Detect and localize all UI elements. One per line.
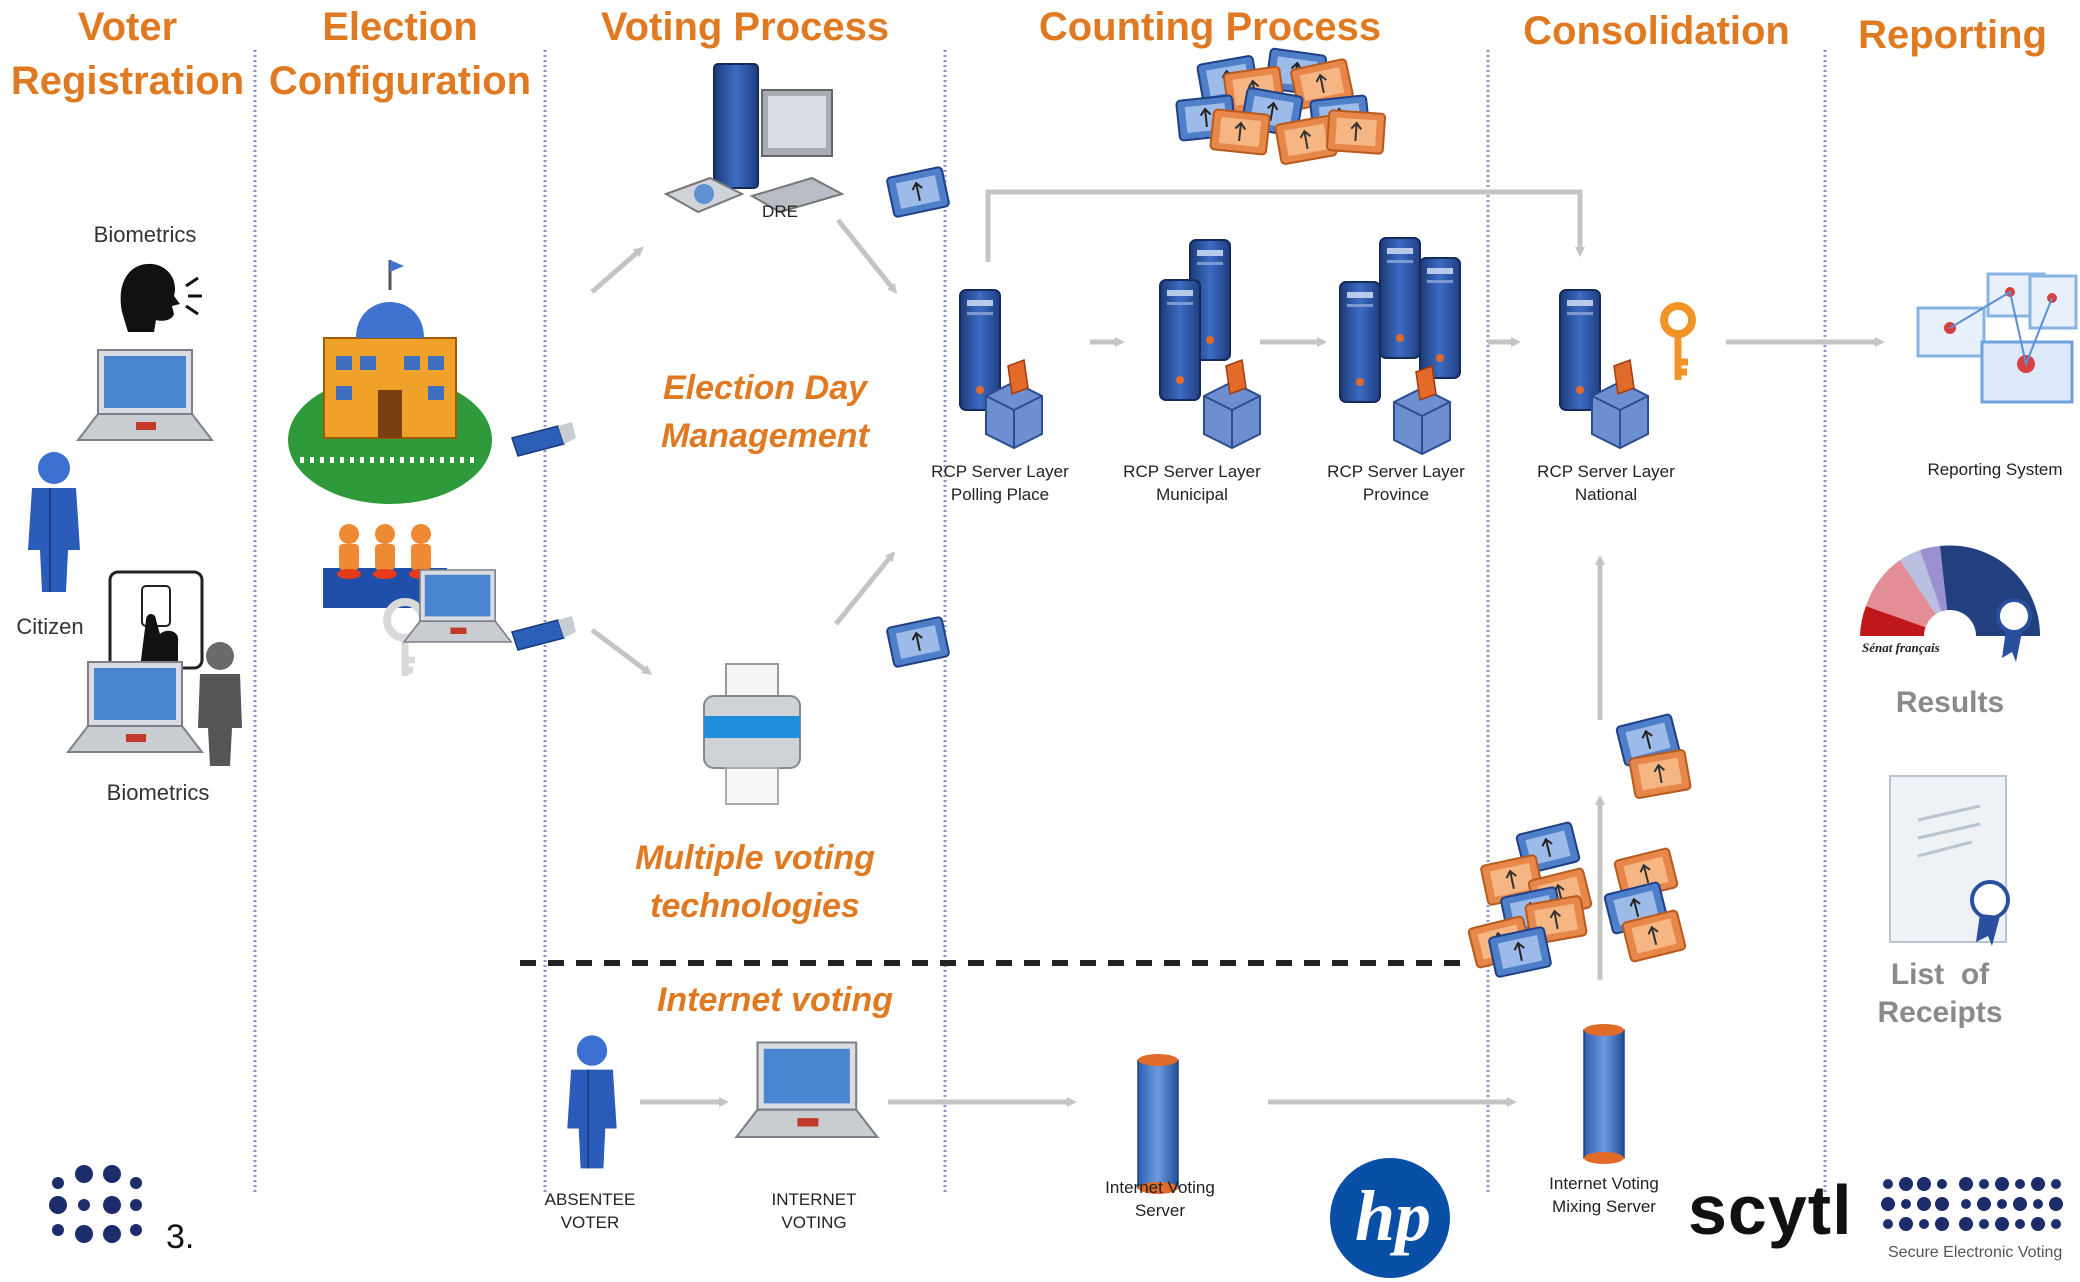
rcp-municipal-line1: RCP Server Layer bbox=[1123, 462, 1261, 481]
header-consolidation: Consolidation bbox=[1523, 9, 1790, 53]
header-voter-registration: Voter Registration bbox=[0, 0, 255, 108]
rcp-server-province-icon bbox=[1339, 237, 1461, 455]
list-of-receipts-label: List of Receipts bbox=[1860, 956, 2020, 1032]
rcp-national-line2: National bbox=[1574, 485, 1638, 504]
election-day-line1: Election Day bbox=[662, 369, 868, 407]
decryption-key-icon bbox=[1660, 302, 1696, 380]
citizen-person-icon bbox=[27, 451, 81, 593]
header-reporting: Reporting bbox=[1858, 13, 2047, 57]
scytl-logo-text: scytl bbox=[1688, 1171, 1853, 1249]
mixing-line1: Internet Voting bbox=[1549, 1174, 1659, 1193]
header-counting-process: Counting Process bbox=[1038, 5, 1382, 49]
header-election-configuration-line1: Election bbox=[322, 5, 478, 49]
multiple-voting-line1: Multiple voting bbox=[635, 839, 875, 877]
rcp-server-municipal-icon bbox=[1159, 239, 1261, 449]
rcp-polling-place-label: RCP Server Layer Polling Place bbox=[910, 460, 1090, 506]
flow-arrows bbox=[590, 189, 1885, 1107]
person-gray-icon bbox=[198, 642, 242, 766]
mixed-ballots-icon bbox=[1466, 712, 1693, 979]
internet-voting-mixing-server-icon bbox=[1583, 1023, 1625, 1165]
citizen-label: Citizen bbox=[16, 614, 84, 639]
rcp-municipal-label: RCP Server Layer Municipal bbox=[1102, 460, 1282, 506]
page-number: 3. bbox=[166, 1218, 195, 1256]
absentee-line2: VOTER bbox=[560, 1213, 620, 1232]
hp-logo-text: hp bbox=[1354, 1176, 1432, 1256]
rcp-province-line1: RCP Server Layer bbox=[1327, 462, 1465, 481]
absentee-voter-person-icon bbox=[566, 1034, 618, 1170]
absentee-line1: ABSENTEE bbox=[544, 1190, 636, 1209]
reporting-system-screens-icon bbox=[1916, 272, 2078, 404]
multiple-voting-line2: technologies bbox=[650, 887, 860, 925]
mixing-server-label: Internet Voting Mixing Server bbox=[1514, 1172, 1694, 1218]
header-voting-process: Voting Process bbox=[600, 5, 890, 49]
fingerprint-scanner-icon bbox=[108, 570, 204, 670]
header-voter-registration-line1: Voter bbox=[77, 5, 178, 49]
scytl-dots-logo-icon bbox=[1881, 1177, 2063, 1231]
internet-voting-server-label: Internet Voting Server bbox=[1070, 1176, 1250, 1222]
ballot-pile-icon bbox=[1175, 47, 1387, 166]
header-election-configuration-line2: Configuration bbox=[268, 59, 532, 103]
reporting-system-label: Reporting System bbox=[1927, 460, 2063, 479]
biometrics-bottom-label: Biometrics bbox=[106, 780, 210, 805]
absentee-voter-label: ABSENTEE VOTER bbox=[530, 1188, 650, 1234]
laptop-icon bbox=[67, 661, 203, 753]
results-chart-caption: Sénat français bbox=[1862, 640, 1940, 655]
receipts-line1: List of bbox=[1890, 958, 1990, 991]
printer-icon bbox=[703, 663, 801, 805]
election-day-management-label: Election Day Management bbox=[590, 364, 940, 460]
rcp-municipal-line2: Municipal bbox=[1156, 485, 1228, 504]
hp-logo-icon bbox=[1330, 1158, 1450, 1278]
dre-computer-icon bbox=[663, 63, 845, 214]
scytl-tagline: Secure Electronic Voting bbox=[1888, 1244, 2063, 1261]
rcp-province-line2: Province bbox=[1362, 485, 1430, 504]
election-day-line2: Management bbox=[661, 417, 869, 455]
electronic-ballot-icon bbox=[885, 165, 951, 219]
rcp-national-line1: RCP Server Layer bbox=[1537, 462, 1675, 481]
rcp-province-label: RCP Server Layer Province bbox=[1306, 460, 1486, 506]
mixing-line2: Mixing Server bbox=[1552, 1197, 1656, 1216]
receipts-certificate-icon bbox=[1889, 775, 2010, 946]
laptop-icon bbox=[77, 349, 213, 441]
ivs-line2: Server bbox=[1134, 1201, 1186, 1220]
internet-voting-laptop-icon bbox=[735, 1041, 879, 1139]
results-hemicycle-chart-icon bbox=[1860, 545, 2041, 662]
rcp-server-polling-place-icon bbox=[959, 289, 1043, 449]
rcp-polling-line1: RCP Server Layer bbox=[931, 462, 1069, 481]
rcp-server-national-icon bbox=[1559, 289, 1649, 449]
biometrics-top-label: Biometrics bbox=[93, 222, 197, 247]
dre-label: DRE bbox=[762, 202, 798, 221]
speaking-head-icon bbox=[120, 263, 202, 332]
header-voter-registration-line2: Registration bbox=[10, 59, 245, 103]
rcp-polling-line2: Polling Place bbox=[950, 485, 1050, 504]
polling-building-icon bbox=[288, 260, 492, 504]
laptop-icon bbox=[403, 569, 513, 643]
header-election-configuration: Election Configuration bbox=[255, 0, 545, 108]
dotted-logo-icon bbox=[49, 1165, 142, 1243]
ivs-line1: Internet Voting bbox=[1105, 1178, 1215, 1197]
rcp-national-label: RCP Server Layer National bbox=[1516, 460, 1696, 506]
internet-line2: VOTING bbox=[781, 1213, 847, 1232]
internet-voting-device-label: INTERNET VOTING bbox=[754, 1188, 874, 1234]
multiple-voting-technologies-label: Multiple voting technologies bbox=[580, 834, 930, 930]
electronic-ballot-icon bbox=[885, 615, 951, 669]
results-label: Results bbox=[1895, 686, 2005, 719]
internet-voting-label: Internet voting bbox=[656, 981, 894, 1019]
column-dividers bbox=[253, 50, 1827, 1195]
internet-voting-server-icon bbox=[1137, 1053, 1179, 1195]
internet-line1: INTERNET bbox=[771, 1190, 857, 1209]
receipts-line2: Receipts bbox=[1877, 996, 2003, 1029]
